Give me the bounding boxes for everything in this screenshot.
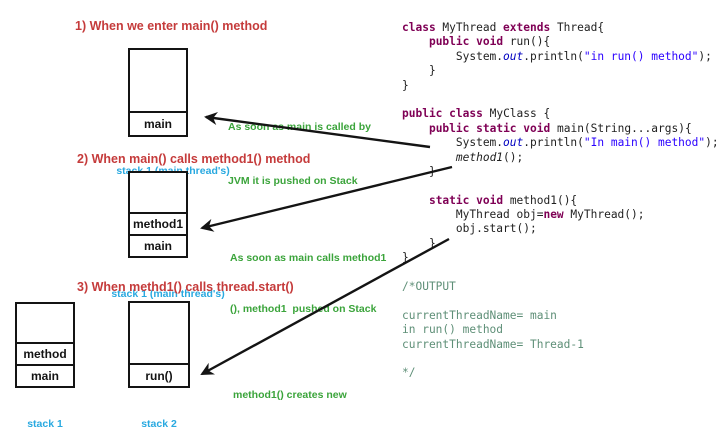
code-line: public class MyClass { xyxy=(402,107,719,121)
code-token: currentThreadName= main xyxy=(402,308,557,322)
code-token: extends xyxy=(503,21,551,34)
code-line: } xyxy=(402,165,719,179)
code-line: public void run(){ xyxy=(402,35,719,49)
code-token xyxy=(402,35,429,48)
code-line: static void method1(){ xyxy=(402,194,719,208)
stack-frame-run: run() xyxy=(130,363,188,386)
code-line: public static void main(String...args){ xyxy=(402,122,719,136)
code-line: System.out.println("in run() method"); xyxy=(402,50,719,64)
code-line: method1(); xyxy=(402,151,719,165)
code-token: out xyxy=(503,136,524,150)
code-token: currentThreadName= Thread-1 xyxy=(402,337,584,351)
code-token: System. xyxy=(402,136,504,150)
code-token xyxy=(402,122,429,135)
code-token: method1(){ xyxy=(503,193,578,207)
code-token: static xyxy=(476,121,517,135)
code-token: MyThread obj= xyxy=(402,208,544,222)
stack-4-label-thread-1: stack 2 (Thread-1's) xyxy=(141,418,177,427)
code-line xyxy=(402,93,719,107)
code-line: currentThreadName= main xyxy=(402,309,719,323)
code-line: */ xyxy=(402,366,719,380)
java-code-panel: class MyThread extends Thread{ public vo… xyxy=(402,21,719,381)
code-token: "in run() method" xyxy=(583,49,699,63)
code-token: } xyxy=(402,251,409,265)
code-token: public xyxy=(402,107,443,121)
stack-box-1: main xyxy=(128,48,188,137)
code-line xyxy=(402,352,719,366)
code-token: System. xyxy=(402,49,504,63)
code-token: (); xyxy=(503,150,524,164)
code-line: /*OUTPUT xyxy=(402,280,719,294)
code-token: MyThread(); xyxy=(563,208,645,222)
code-token: .println( xyxy=(523,136,584,150)
code-line: } xyxy=(402,79,719,93)
stack-frame-main: main xyxy=(130,234,186,256)
code-token: /*OUTPUT xyxy=(402,280,456,294)
stack-frame-main: main xyxy=(17,364,73,386)
code-token: method1 xyxy=(455,150,504,164)
code-token: } xyxy=(402,78,409,92)
code-token: "In main() method" xyxy=(583,136,706,150)
code-line: MyThread obj=new MyThread(); xyxy=(402,208,719,222)
code-token: run(){ xyxy=(503,35,551,49)
code-token: } xyxy=(402,164,436,178)
code-line: } xyxy=(402,64,719,78)
code-line xyxy=(402,179,719,193)
code-token: } xyxy=(402,64,436,78)
code-token: class xyxy=(402,21,436,34)
code-line: obj.start(); xyxy=(402,222,719,236)
code-token: MyThread xyxy=(435,21,504,34)
code-token: Thread{ xyxy=(550,21,605,34)
stack-frame-method1: method1 xyxy=(130,212,186,234)
code-token: obj.start(); xyxy=(402,222,537,236)
code-token: in run() method xyxy=(402,323,504,337)
code-line: } xyxy=(402,251,719,265)
code-token: */ xyxy=(402,366,416,380)
code-token xyxy=(402,194,429,207)
code-token: .println( xyxy=(523,49,584,63)
code-token: main(String...args){ xyxy=(550,121,692,135)
code-token: } xyxy=(402,236,436,250)
stack-3-label-main-thread: stack 1 (main thread's) xyxy=(27,418,63,427)
code-line: in run() method xyxy=(402,323,719,337)
code-token xyxy=(402,151,456,164)
stack-box-4-thread-1: run() xyxy=(128,301,190,388)
code-line xyxy=(402,266,719,280)
section-2-title: 2) When main() calls method1() method xyxy=(77,152,311,166)
code-token: void xyxy=(523,121,551,135)
stack-box-2: method1 main xyxy=(128,171,188,258)
code-token: MyClass { xyxy=(482,107,551,121)
stack-box-3-thread-main: method main xyxy=(15,302,75,388)
section-3-title: 3) When methd1() calls thread.start() xyxy=(77,280,294,294)
code-line: System.out.println("In main() method"); xyxy=(402,136,719,150)
stack-frame-method: method xyxy=(17,342,73,364)
code-token: out xyxy=(503,49,524,63)
code-token: ); xyxy=(698,49,712,63)
code-line: class MyThread extends Thread{ xyxy=(402,21,719,35)
code-token: void xyxy=(476,193,504,207)
code-token: new xyxy=(543,208,564,222)
stack-frame-main: main xyxy=(130,111,186,135)
note-new-stack-created: method1() creates new thread by calling … xyxy=(233,389,347,401)
code-line: } xyxy=(402,237,719,251)
code-token: class xyxy=(449,107,483,121)
code-token: void xyxy=(476,35,504,49)
code-token: public xyxy=(428,121,470,135)
code-token: ); xyxy=(705,136,719,150)
code-token: public xyxy=(428,35,470,49)
code-line xyxy=(402,294,719,308)
code-line: currentThreadName= Thread-1 xyxy=(402,338,719,352)
code-token: static xyxy=(428,193,470,207)
section-1-title: 1) When we enter main() method xyxy=(75,19,268,33)
